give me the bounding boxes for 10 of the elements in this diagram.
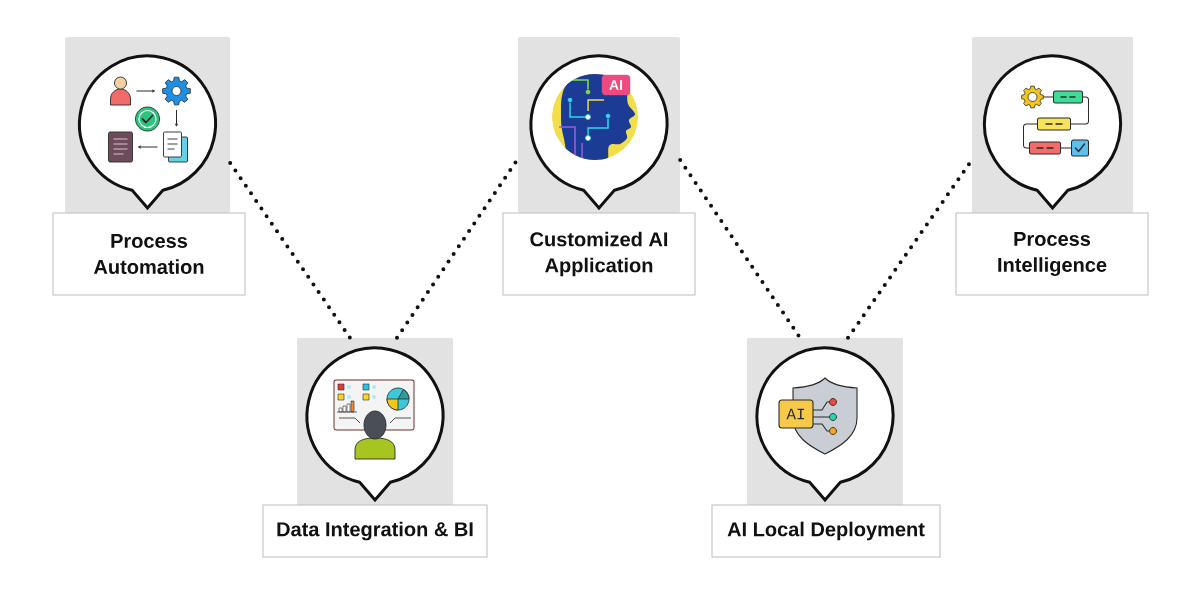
label-box: Process Automation <box>52 212 246 296</box>
icon-lettering: AI <box>609 80 623 90</box>
label-box: Data Integration & BI <box>262 504 488 558</box>
icon-lettering: AI <box>786 408 804 420</box>
label-box: Process Intelligence <box>955 212 1149 296</box>
dotted-line <box>678 158 802 340</box>
label-box: AI Local Deployment <box>711 504 941 558</box>
dotted-line <box>228 161 352 340</box>
label-box: Customized AI Application <box>502 212 696 296</box>
dotted-line <box>395 157 520 340</box>
